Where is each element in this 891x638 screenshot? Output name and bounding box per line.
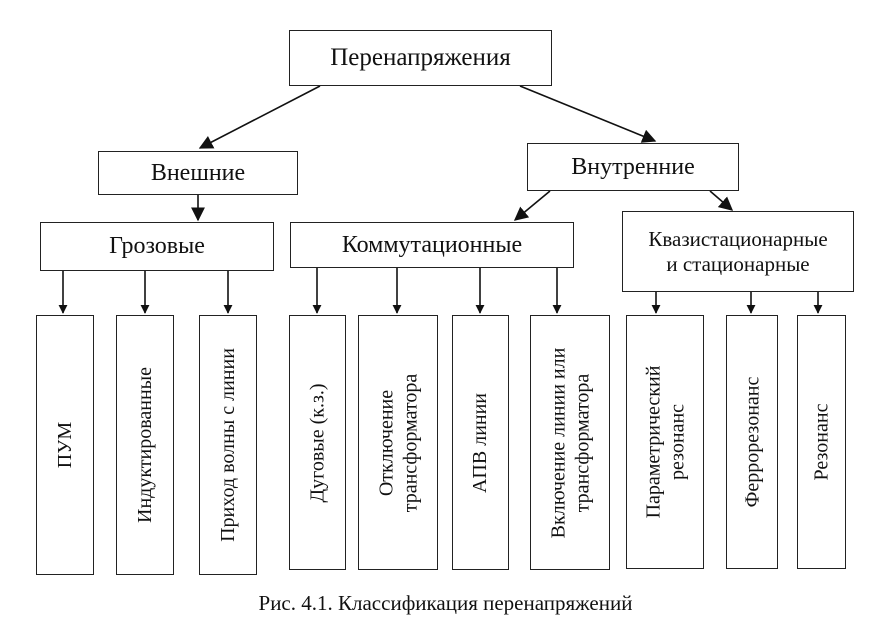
switching-label: Коммутационные — [341, 231, 523, 258]
leaf-ferroresonance: Феррорезонанс — [726, 315, 778, 569]
arrow-title-to-internal — [519, 85, 657, 143]
quasi-stationary-box: Квазистационарные и стационарные — [622, 211, 854, 292]
leaf-line-or-transformer-switch-on: Включение линии или трансформатора — [530, 315, 610, 570]
parametric-label-line-2: резонанс — [666, 403, 689, 481]
quasi-stationary-label-line-1: Квазистационарные — [648, 226, 828, 251]
switch-on-label-line-1: Включение линии или — [547, 347, 569, 538]
leaf-arc-short-circuit: Дуговые (к.з.) — [289, 315, 346, 570]
internal-box: Внутренние — [527, 143, 739, 191]
leaf-resonance: Резонанс — [797, 315, 846, 569]
switch-on-label-line-2: трансформатора — [571, 373, 593, 512]
leaf-transformer-disconnection: Отключение трансформатора — [358, 315, 438, 570]
arrow-title-to-external — [198, 85, 321, 149]
transformer-off-label-line-1: Отключение — [375, 389, 398, 496]
switching-box: Коммутационные — [290, 222, 574, 268]
resonance-label: Резонанс — [810, 403, 833, 481]
pum-label: ПУМ — [53, 421, 76, 469]
induced-label: Индуктированные — [134, 367, 156, 523]
wave-from-line-label: Приход волны с линии — [217, 348, 240, 542]
leaf-induced: Индуктированные — [116, 315, 174, 575]
arc-label: Дуговые (к.з.) — [306, 382, 329, 503]
transformer-off-label-line-2: трансформатора — [399, 373, 422, 512]
leaf-wave-from-line: Приход волны с линии — [199, 315, 257, 575]
internal-label: Внутренние — [571, 153, 695, 180]
figure-caption: Рис. 4.1. Классификация перенапряжений — [258, 591, 633, 615]
arrow-internal-to-quasi — [709, 190, 734, 211]
apv-label: АПВ линии — [469, 392, 492, 493]
leaf-line-autoreclose: АПВ линии — [452, 315, 509, 570]
arrow-internal-to-switching — [513, 190, 551, 221]
quasi-stationary-label-line-2: и стационарные — [666, 251, 810, 276]
leaf-parametric-resonance: Параметрический резонанс — [626, 315, 704, 569]
parametric-label-line-1: Параметрический — [642, 365, 665, 519]
lightning-box: Грозовые — [40, 222, 274, 271]
external-box: Внешние — [98, 151, 298, 195]
lightning-label: Грозовые — [109, 233, 205, 260]
leaf-pum: ПУМ — [36, 315, 94, 575]
overvoltage-title: Перенапряжения — [330, 44, 511, 72]
ferro-label: Феррорезонанс — [741, 376, 763, 508]
external-label: Внешние — [150, 159, 246, 186]
overvoltage-title-box: Перенапряжения — [289, 30, 552, 86]
